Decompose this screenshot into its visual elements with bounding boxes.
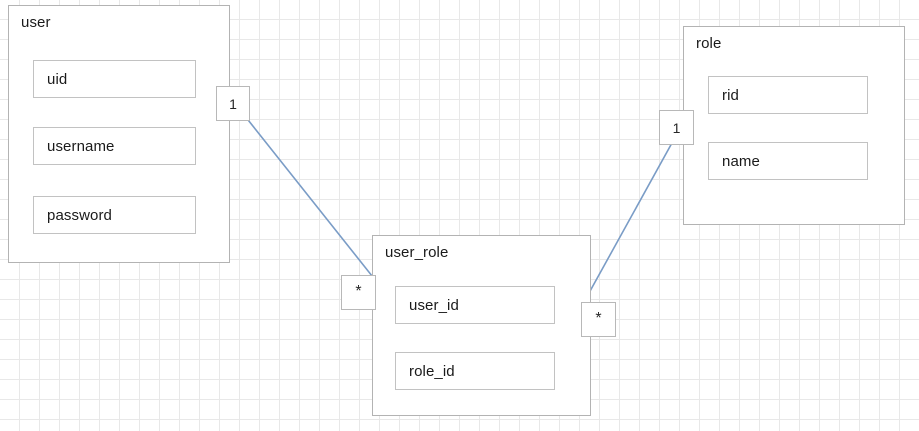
entity-title-role: role: [696, 35, 722, 52]
connector-user-to-user_role[interactable]: [228, 95, 381, 287]
entity-title-user-role: user_role: [385, 244, 449, 261]
entity-role[interactable]: role: [683, 26, 905, 225]
attribute-label: name: [722, 152, 760, 170]
attribute-label: role_id: [409, 362, 455, 380]
attribute-label: uid: [47, 70, 68, 88]
attribute-label: user_id: [409, 296, 459, 314]
multiplicity-label-user-role-many-right[interactable]: *: [581, 302, 616, 337]
attribute-rid[interactable]: rid: [708, 76, 868, 114]
entity-title-user: user: [21, 14, 51, 31]
attribute-label: password: [47, 206, 112, 224]
attribute-name[interactable]: name: [708, 142, 868, 180]
attribute-user-id[interactable]: user_id: [395, 286, 555, 324]
attribute-role-id[interactable]: role_id: [395, 352, 555, 390]
multiplicity-label-role-one[interactable]: 1: [659, 110, 694, 145]
attribute-label: rid: [722, 86, 739, 104]
attribute-uid[interactable]: uid: [33, 60, 196, 98]
attribute-label: username: [47, 137, 115, 155]
multiplicity-label-user-one[interactable]: 1: [216, 86, 250, 121]
attribute-password[interactable]: password: [33, 196, 196, 234]
attribute-username[interactable]: username: [33, 127, 196, 165]
multiplicity-label-user-role-many-left[interactable]: *: [341, 275, 376, 310]
